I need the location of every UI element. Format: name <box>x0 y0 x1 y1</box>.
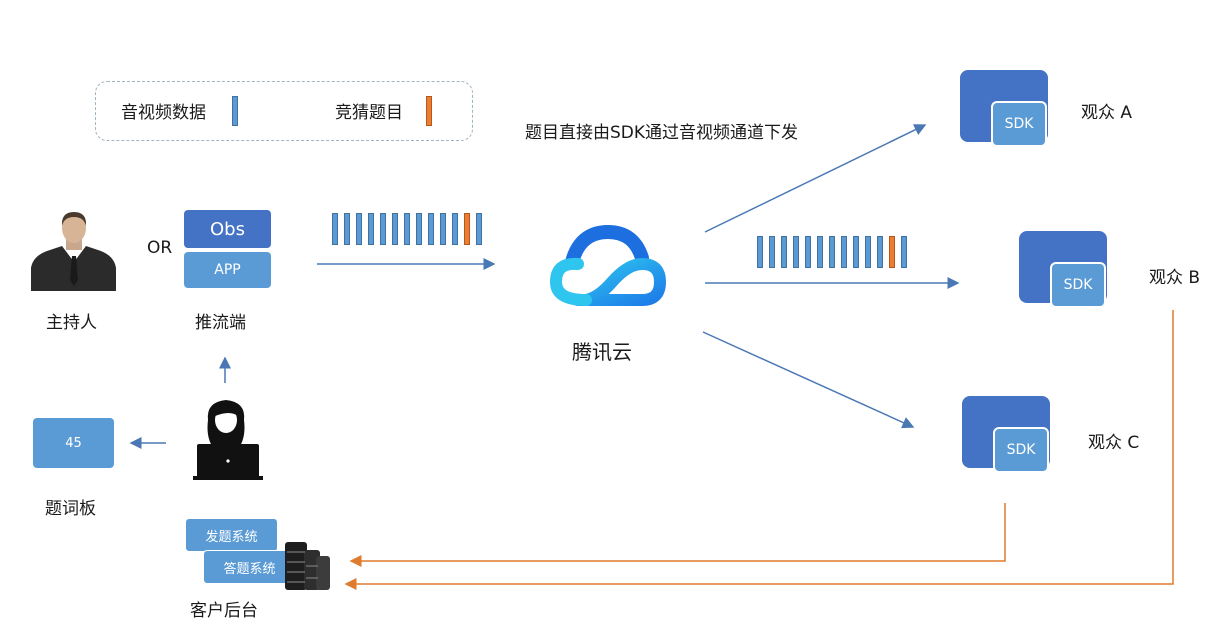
av-packet <box>332 213 338 245</box>
packet-stream-outbound <box>757 236 907 268</box>
av-packet <box>757 236 763 268</box>
av-packet <box>392 213 398 245</box>
cloud-label: 腾讯云 <box>572 340 632 364</box>
av-packet <box>841 236 847 268</box>
word-board-label: 题词板 <box>45 499 96 519</box>
or-label: OR <box>147 238 173 258</box>
push-client-label: 推流端 <box>195 313 246 333</box>
legend-av-swatch <box>232 96 238 126</box>
arrow-cloud-to-c <box>702 331 915 429</box>
packet-stream-inbound <box>332 213 482 245</box>
av-packet <box>853 236 859 268</box>
av-packet <box>476 213 482 245</box>
av-packet <box>877 236 883 268</box>
word-board: 45 <box>33 418 114 468</box>
av-packet <box>368 213 374 245</box>
av-packet <box>380 213 386 245</box>
legend-box <box>95 81 473 141</box>
quiz-packet <box>889 236 895 268</box>
arrow-cloud-to-a <box>704 124 927 233</box>
av-packet <box>793 236 799 268</box>
viewer-a-label: 观众 A <box>1081 103 1133 123</box>
viewer-b-label: 观众 B <box>1149 268 1201 288</box>
av-packet <box>901 236 907 268</box>
app-box: APP <box>184 252 271 288</box>
av-packet <box>440 213 446 245</box>
av-packet <box>781 236 787 268</box>
av-packet <box>817 236 823 268</box>
av-packet <box>344 213 350 245</box>
av-packet <box>428 213 434 245</box>
av-packet <box>769 236 775 268</box>
arrow-b-to-backend <box>344 310 1174 590</box>
viewer-c-sdk: SDK <box>993 427 1049 473</box>
obs-box: Obs <box>184 210 271 248</box>
viewer-c-label: 观众 C <box>1088 433 1140 453</box>
av-packet <box>805 236 811 268</box>
viewer-b-sdk: SDK <box>1050 262 1106 308</box>
av-packet <box>416 213 422 245</box>
av-packet <box>356 213 362 245</box>
legend-quiz-swatch <box>426 96 432 126</box>
legend-av-label: 音视频数据 <box>121 103 206 123</box>
backend-label: 客户后台 <box>190 601 258 621</box>
arrow-c-to-backend <box>349 503 1006 567</box>
av-packet <box>452 213 458 245</box>
av-packet <box>829 236 835 268</box>
quiz-packet <box>464 213 470 245</box>
av-packet <box>865 236 871 268</box>
legend-quiz-label: 竞猜题目 <box>335 103 403 123</box>
av-packet <box>404 213 410 245</box>
host-label: 主持人 <box>46 313 97 333</box>
viewer-a-sdk: SDK <box>991 101 1047 147</box>
delivery-note: 题目直接由SDK通过音视频通道下发 <box>525 123 799 143</box>
